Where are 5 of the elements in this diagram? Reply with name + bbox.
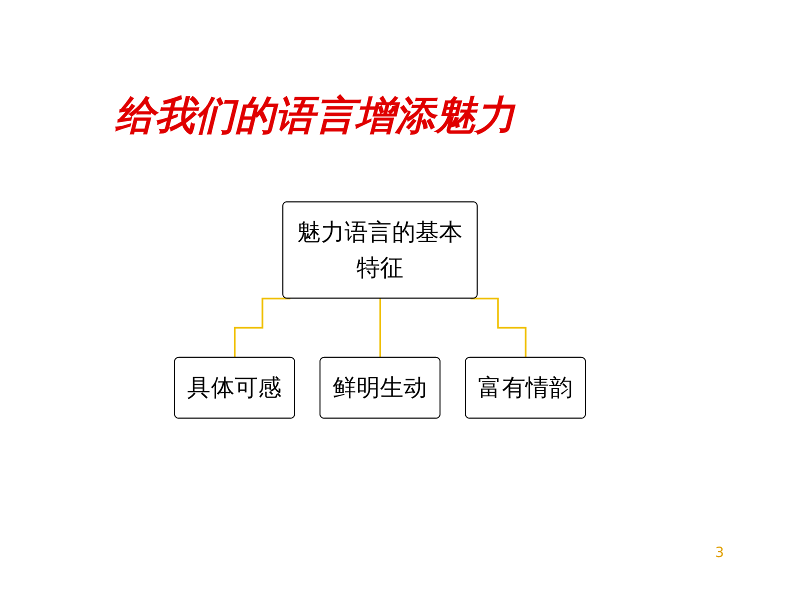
connector: [234, 298, 290, 359]
page-number: 3: [715, 545, 724, 561]
slide-title: 给我们的语言增添魅力: [115, 91, 515, 141]
connector: [470, 298, 527, 359]
connector: [379, 298, 382, 359]
